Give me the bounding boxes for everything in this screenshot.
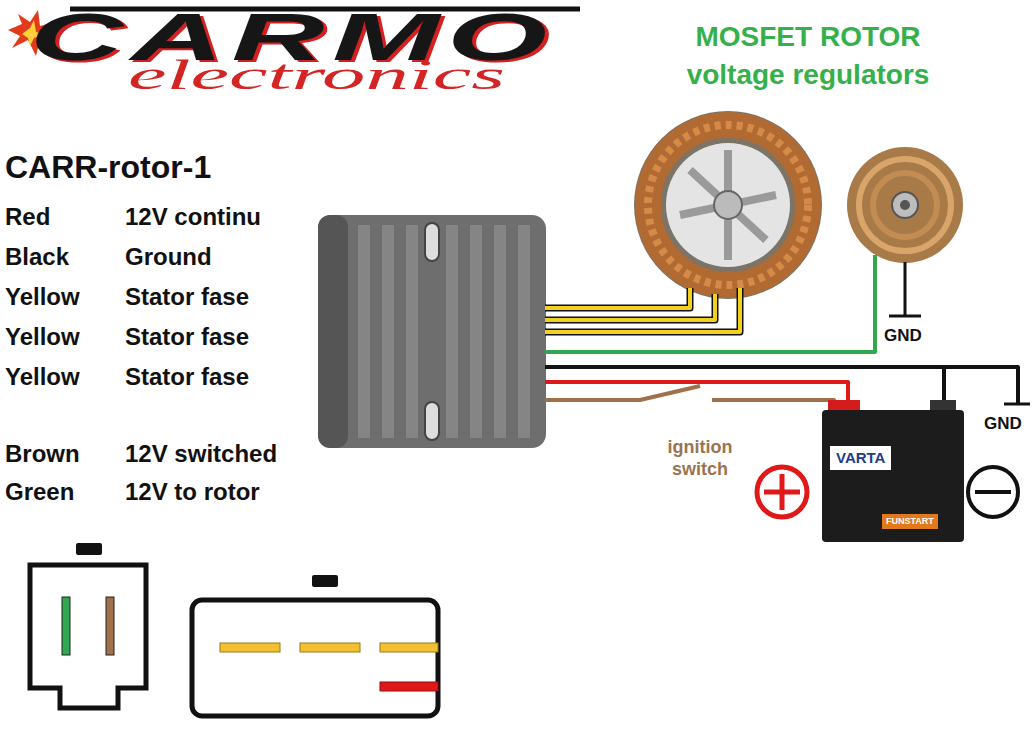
stator: [634, 111, 822, 299]
ground-label: GND: [884, 326, 922, 346]
wires-part: [545, 255, 875, 352]
regulator-part: [318, 215, 348, 448]
wires: [545, 255, 1030, 404]
wire-color: Green: [5, 478, 74, 506]
wire-function: Stator fase: [125, 283, 249, 311]
brand-label: VARTA: [830, 446, 891, 470]
regulator-part: [406, 225, 418, 438]
stator-part: [714, 191, 742, 219]
wires-part: [545, 386, 700, 400]
regulator-part: [425, 402, 439, 440]
connector-2pin-part: [106, 597, 114, 655]
wires-part: [545, 294, 715, 320]
wire-function: 12V continu: [125, 203, 261, 231]
stator-part: [666, 143, 790, 267]
stator-part: [634, 111, 822, 299]
rotor-part: [847, 147, 963, 263]
rotor-part: [873, 173, 937, 237]
model-label: FUNSTART: [882, 514, 938, 529]
wire-color: Black: [5, 243, 69, 271]
ground-label: GND: [984, 414, 1022, 434]
wires-part: [889, 315, 921, 318]
polarity-symbols-part: [757, 467, 807, 517]
wire-color: Yellow: [5, 283, 80, 311]
rotor-part: [900, 200, 910, 210]
polarity-symbols-part: [764, 474, 800, 510]
connector-4pin-part: [380, 682, 438, 691]
connector-2pin-part: [76, 543, 102, 555]
wire-function: Stator fase: [125, 323, 249, 351]
wires-part: [1004, 403, 1030, 406]
connector-4pin-part: [380, 643, 438, 652]
connector-4pin-part: [300, 643, 360, 652]
regulator: [318, 215, 546, 448]
logo-subtext: electronics: [128, 54, 505, 96]
rotor-part: [859, 159, 951, 251]
stator-part: [680, 150, 776, 260]
wires-part: [545, 288, 690, 308]
connector-4pin-part: [192, 600, 438, 716]
connector-4pin-part: [220, 643, 280, 652]
wire-color: Brown: [5, 440, 80, 468]
wire-function: 12V to rotor: [125, 478, 260, 506]
rotor-part: [892, 192, 918, 218]
wires-part: [942, 367, 946, 400]
regulator-part: [446, 225, 458, 438]
wires-part: [545, 288, 740, 332]
polarity-symbols-part: [968, 467, 1018, 517]
switch-label: ignition switch: [650, 436, 750, 480]
polarity-symbols-part: [975, 490, 1011, 494]
regulator-part: [382, 225, 394, 438]
wire-color: Yellow: [5, 323, 80, 351]
model-name: CARR-rotor-1: [5, 148, 211, 186]
connector-4pin: [192, 575, 438, 716]
regulator-part: [470, 225, 482, 438]
wires-part: [545, 294, 715, 320]
regulator-part: [494, 225, 506, 438]
wires-part: [545, 382, 848, 400]
wires-part: [712, 400, 834, 404]
connector-2pin-part: [30, 565, 146, 708]
battery: VARTA FUNSTART: [822, 410, 964, 542]
regulator-part: [518, 225, 530, 438]
wires-part: [545, 288, 690, 308]
rotor: [847, 147, 963, 263]
stator-part: [648, 125, 808, 285]
connector-2pin-part: [62, 597, 70, 655]
stator-part: [648, 125, 808, 285]
wire-function: 12V switched: [125, 440, 277, 468]
wires-part: [545, 367, 1018, 404]
wire-color: Yellow: [5, 363, 80, 391]
wire-function: Ground: [125, 243, 212, 271]
connector-2pin: [30, 543, 146, 708]
regulator-part: [358, 225, 370, 438]
wire-function: Stator fase: [125, 363, 249, 391]
wire-color: Red: [5, 203, 50, 231]
wires-part: [545, 288, 740, 332]
connector-4pin-part: [312, 575, 338, 587]
regulator-part: [425, 223, 439, 261]
wires-part: [904, 262, 907, 316]
title: MOSFET ROTOR voltage regulators: [648, 18, 968, 94]
regulator-part: [318, 215, 546, 448]
